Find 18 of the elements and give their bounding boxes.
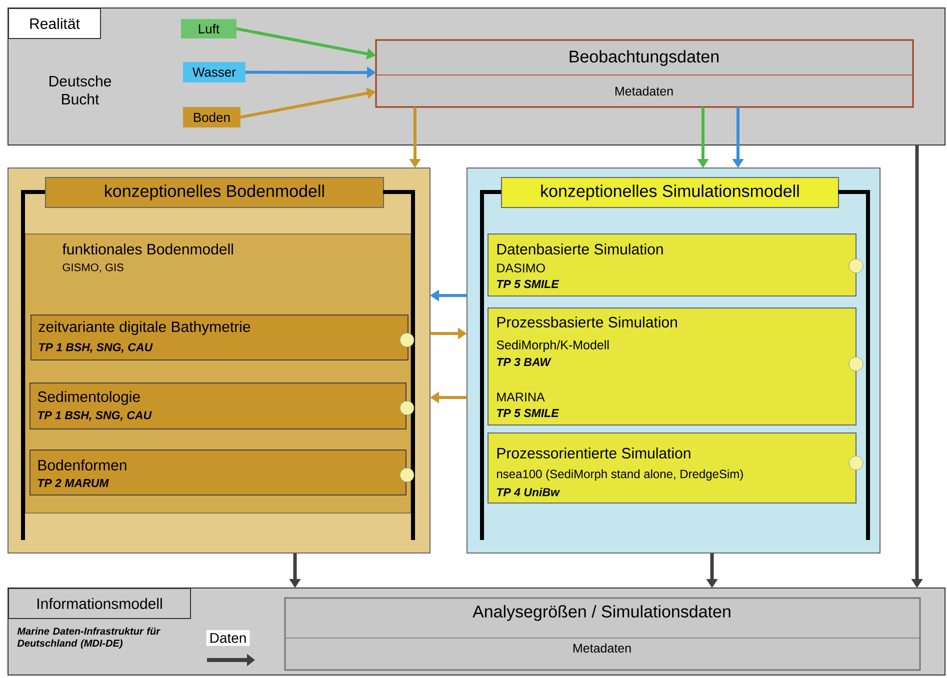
panel-heading: Realität [8, 8, 101, 39]
data-box: Analysegrößen / Simulationsdaten Metadaten [284, 597, 921, 671]
tag-box: Wasser [183, 62, 246, 82]
model-box: Sedimentologie TP 1 BSH, SNG, CAU [30, 382, 406, 430]
panel-heading: konzeptionelles Bodenmodell [45, 177, 384, 208]
panel-heading: konzeptionelles Simulationsmodell [501, 177, 839, 208]
legend-label: Daten [206, 630, 250, 646]
model-box: zeitvariante digitale Bathymetrie TP 1 BSH, SNG, CAU [30, 314, 408, 360]
model-box: Prozessorientierte Simulation nsea100 (SediMorph stand alone, DredgeSim) TP 4 UniBw [488, 432, 856, 504]
note: Marine Daten-Infrastruktur für Deutschland (MDI-DE) [17, 627, 160, 649]
model-box: Bodenformen TP 2 MARUM [30, 450, 406, 496]
model-box: Prozessbasierte Simulation SediMorph/K-Modell TP 3 BAW MARINA TP 5 SMILE [488, 308, 856, 426]
tag-box: Luft [181, 19, 236, 38]
model-box: Datenbasierte Simulation DASIMO TP 5 SMILE [488, 234, 856, 296]
data-box: Beobachtungsdaten Metadaten [375, 39, 914, 108]
panel-heading: Informationsmodell [8, 588, 191, 619]
tag-box: Boden [183, 107, 240, 128]
area-label: Deutsche Bucht [50, 76, 111, 104]
